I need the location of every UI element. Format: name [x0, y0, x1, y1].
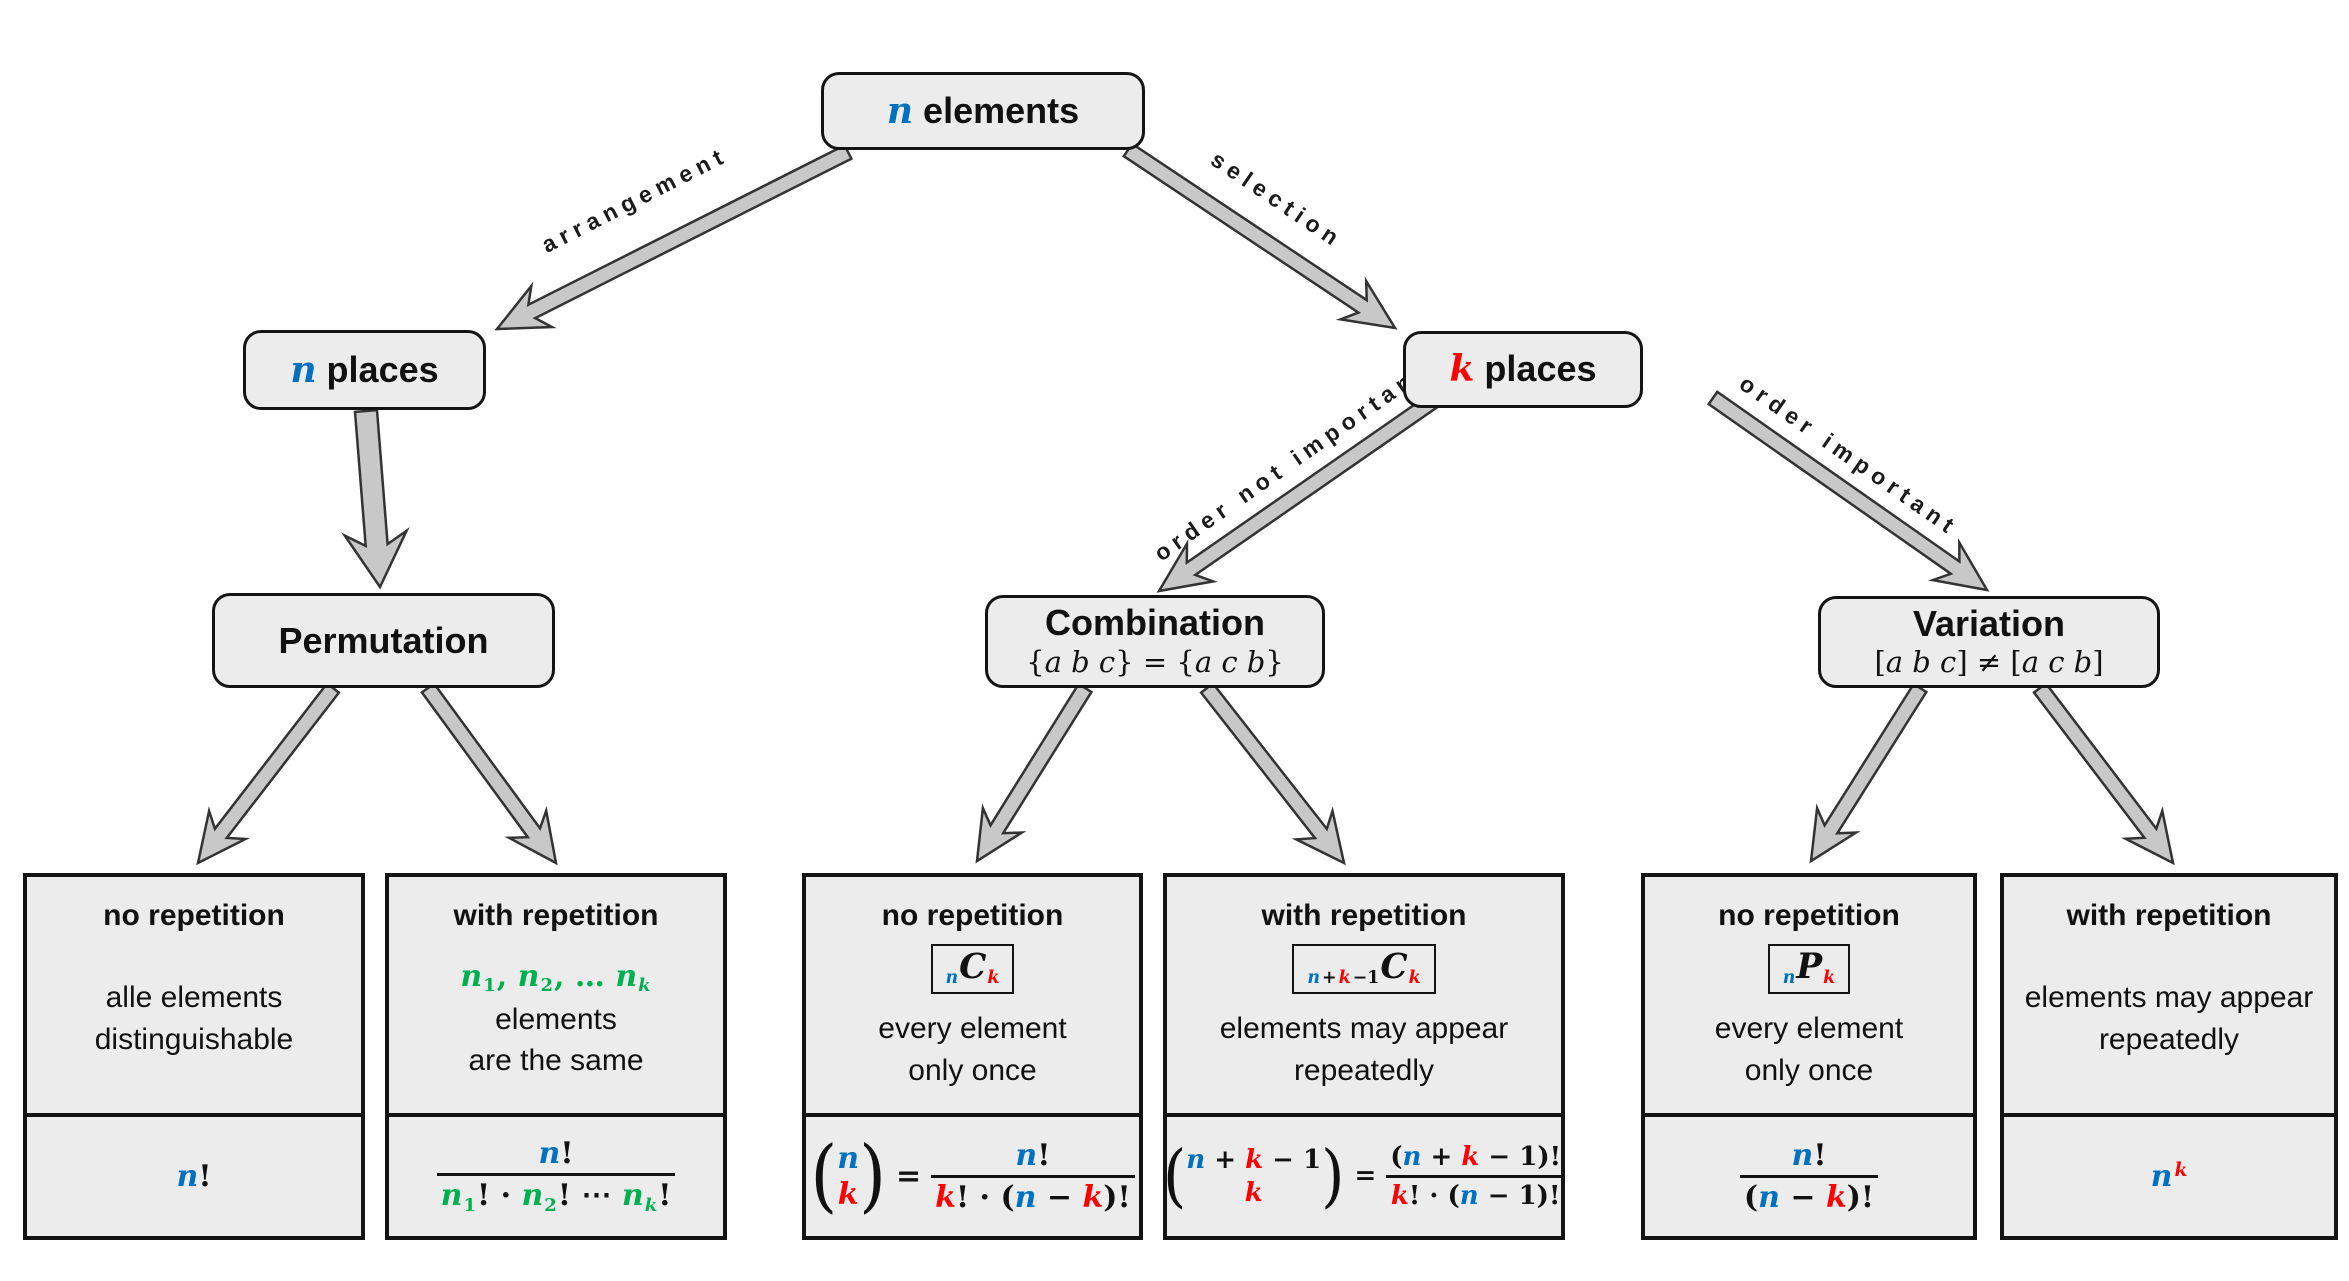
binom-paren: )	[859, 1130, 886, 1223]
flow-arrow	[420, 681, 558, 866]
binom-paren: (	[810, 1130, 838, 1223]
binom-paren: (	[1162, 1135, 1187, 1216]
flow-arrow	[975, 682, 1094, 864]
leaf-formula: n! (n − k)!	[1645, 1113, 1973, 1236]
leaf-heading: no repetition	[881, 899, 1064, 932]
leaf-body: elements may appear repeatedly	[2024, 981, 2314, 1056]
node-permutation: Permutation	[212, 593, 555, 688]
flow-arrow	[1199, 681, 1346, 866]
flow-arrow	[1809, 682, 1929, 864]
leaf-variation-no-repetition: no repetition nPk every element only onc…	[1641, 873, 1977, 1240]
leaf-heading: no repetition	[103, 899, 285, 932]
leaf-formula: ( n + k − 1 k ) = (n + k − 1)! k! · (n −…	[1163, 1113, 1566, 1236]
leaf-formula: ( n k ) = n! k! · (n − k)!	[806, 1113, 1139, 1236]
leaf-formula: n!	[27, 1113, 361, 1236]
fraction-bar	[436, 1173, 676, 1177]
leaf-heading: with repetition	[2066, 899, 2272, 932]
fraction-bar	[1386, 1175, 1566, 1178]
node-subtitle: [a b c] ≠ [a c b]	[1874, 645, 2104, 680]
binom-paren: )	[1321, 1135, 1345, 1216]
leaf-formula: n! n1! · n2! ⋯ nk!	[389, 1113, 723, 1236]
leaf-body: alle elements distinguishable	[94, 981, 294, 1056]
flow-arrow	[1122, 142, 1398, 330]
leaf-body: every element only once	[1714, 1012, 1904, 1087]
flow-arrow	[2032, 681, 2175, 866]
node-title: n places	[290, 348, 439, 391]
flow-arrow	[196, 681, 341, 866]
node-n-elements: n elements	[821, 72, 1145, 150]
leaf-heading: with repetition	[453, 899, 659, 932]
node-k-places: k places	[1403, 331, 1643, 408]
node-title: Variation	[1912, 602, 2066, 644]
leaf-body: elements may appear repeatedly	[1219, 1012, 1509, 1087]
node-title: Permutation	[278, 619, 489, 661]
leaf-permutation-no-repetition: no repetition alle elements distinguisha…	[23, 873, 365, 1240]
node-n-places: n places	[243, 330, 486, 410]
leaf-combination-with-repetition: with repetition n+k−1Ck elements may app…	[1163, 873, 1566, 1240]
flow-arrow	[494, 143, 854, 331]
notation-nPk: nPk	[1767, 944, 1851, 995]
node-variation: Variation [a b c] ≠ [a c b]	[1818, 596, 2160, 688]
leaf-heading: with repetition	[1261, 899, 1467, 932]
node-subtitle: {a b c} = {a c b}	[1026, 644, 1284, 679]
leaf-variation-with-repetition: with repetition elements may appear repe…	[2000, 873, 2338, 1240]
fraction-bar	[931, 1175, 1135, 1178]
leaf-heading: no repetition	[1718, 899, 1900, 932]
flow-arrow	[1156, 393, 1440, 593]
node-title: k places	[1449, 348, 1597, 391]
notation-nCk: nCk	[930, 944, 1015, 995]
leaf-permutation-with-repetition: with repetition n1, n2, … nk elements ar…	[385, 873, 727, 1240]
flow-arrow	[1706, 390, 1990, 592]
node-combination: Combination {a b c} = {a c b}	[985, 595, 1325, 688]
node-title: n elements	[886, 89, 1080, 132]
notation-n+k-1Ck: n+k−1Ck	[1292, 944, 1436, 995]
fraction-bar	[1739, 1175, 1879, 1178]
leaf-body: every element only once	[878, 1012, 1067, 1087]
leaf-body: n1, n2, … nk elements are the same	[460, 958, 651, 1078]
leaf-combination-no-repetition: no repetition nCk every element only onc…	[802, 873, 1143, 1240]
flow-arrow	[341, 408, 410, 590]
node-title: Combination	[1045, 602, 1265, 644]
